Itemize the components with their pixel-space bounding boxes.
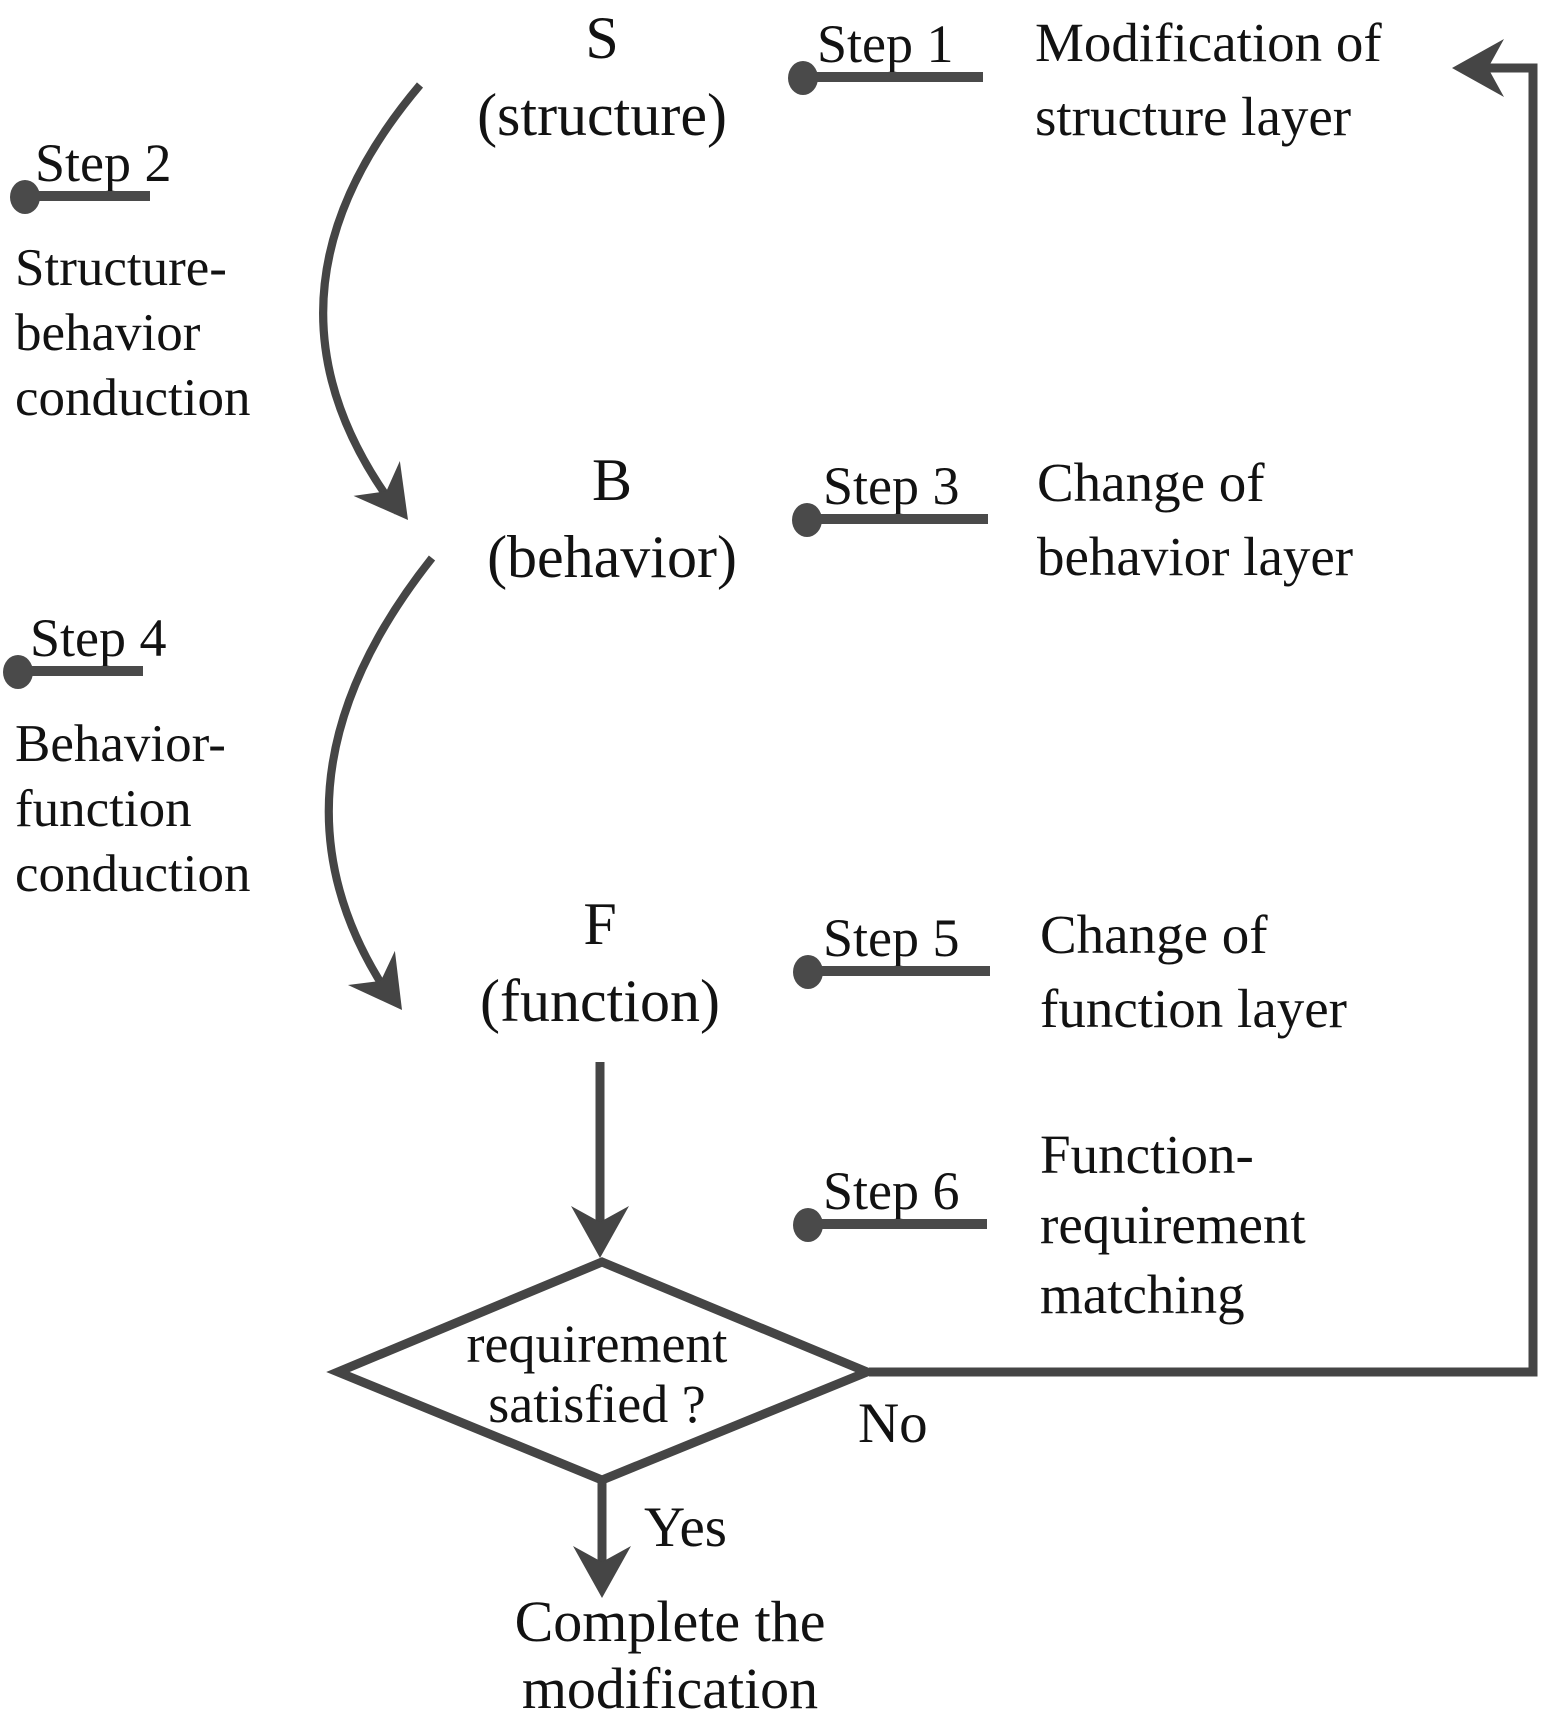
step-1-description: Modification of structure layer	[1035, 6, 1382, 154]
arrowhead-yes-branch	[573, 1546, 631, 1598]
step-4-description-line: conduction	[15, 845, 251, 903]
node-behavior-symbol: B	[591, 447, 633, 513]
step-3-description: Change of behavior layer	[1037, 446, 1353, 594]
decision-label-line: requirement	[466, 1314, 728, 1374]
step-3-label: Step 3	[823, 456, 960, 516]
decision-label-line: satisfied ?	[488, 1374, 706, 1434]
step-2-description-line: behavior	[15, 304, 201, 362]
node-function-label: (function)	[480, 968, 720, 1034]
step-6-description-line: requirement	[1040, 1194, 1306, 1255]
node-function-symbol: F	[583, 891, 617, 957]
step-5-description-line: function layer	[1040, 978, 1347, 1039]
no-branch-label: No	[858, 1392, 928, 1455]
arrowhead-structure-to-behavior	[353, 461, 408, 520]
step-4-description: Behavior- function conduction	[15, 712, 251, 907]
step-1-description-line: Modification of	[1035, 12, 1382, 73]
step-3-marker-line	[814, 514, 988, 524]
step-2-description-line: Structure-	[15, 239, 227, 297]
step-5-label: Step 5	[823, 908, 960, 968]
step-6-marker-line	[815, 1219, 987, 1229]
arrowhead-no-feedback	[1452, 39, 1504, 97]
step-4-label: Step 4	[30, 608, 167, 668]
step-5-description: Change of function layer	[1040, 898, 1347, 1046]
edge-behavior-to-function	[324, 555, 436, 1003]
arrowhead-function-to-decision	[571, 1206, 629, 1258]
node-behavior: B (behavior)	[362, 442, 862, 596]
step-6-description-line: matching	[1040, 1264, 1245, 1325]
node-structure-symbol: S	[585, 5, 619, 71]
node-structure-label: (structure)	[477, 82, 727, 148]
step-6-description-line: Function-	[1040, 1124, 1254, 1185]
step-1-marker-line	[810, 72, 983, 82]
step-5-description-line: Change of	[1040, 904, 1268, 965]
step-2-description: Structure- behavior conduction	[15, 236, 251, 431]
node-function: F (function)	[350, 886, 850, 1040]
step-4-description-line: Behavior-	[15, 715, 226, 773]
end-node-line: modification	[521, 1656, 819, 1721]
edge-no-feedback-loop	[869, 63, 1538, 1377]
node-behavior-label: (behavior)	[487, 524, 737, 590]
step-2-description-line: conduction	[15, 369, 251, 427]
decision-label: requirement satisfied ?	[402, 1314, 792, 1434]
yes-branch-label: Yes	[644, 1496, 727, 1559]
step-5-marker-line	[815, 966, 990, 976]
end-node-line: Complete the	[514, 1589, 826, 1654]
step-4-marker-line	[25, 666, 143, 676]
end-node: Complete the modification	[420, 1588, 920, 1722]
step-6-label: Step 6	[823, 1161, 960, 1221]
step-1-description-line: structure layer	[1035, 86, 1352, 147]
edge-structure-to-behavior	[319, 82, 424, 515]
step-3-description-line: behavior layer	[1037, 526, 1354, 587]
step-3-description-line: Change of	[1037, 452, 1265, 513]
decision-diamond	[326, 1257, 879, 1485]
node-structure: S (structure)	[352, 0, 852, 154]
step-4-description-line: function	[15, 780, 192, 838]
step-1-label: Step 1	[817, 14, 954, 74]
step-2-marker-line	[32, 191, 150, 201]
step-2-label: Step 2	[35, 133, 172, 193]
step-6-description: Function- requirement matching	[1040, 1120, 1306, 1330]
arrowhead-behavior-to-function	[347, 950, 402, 1010]
